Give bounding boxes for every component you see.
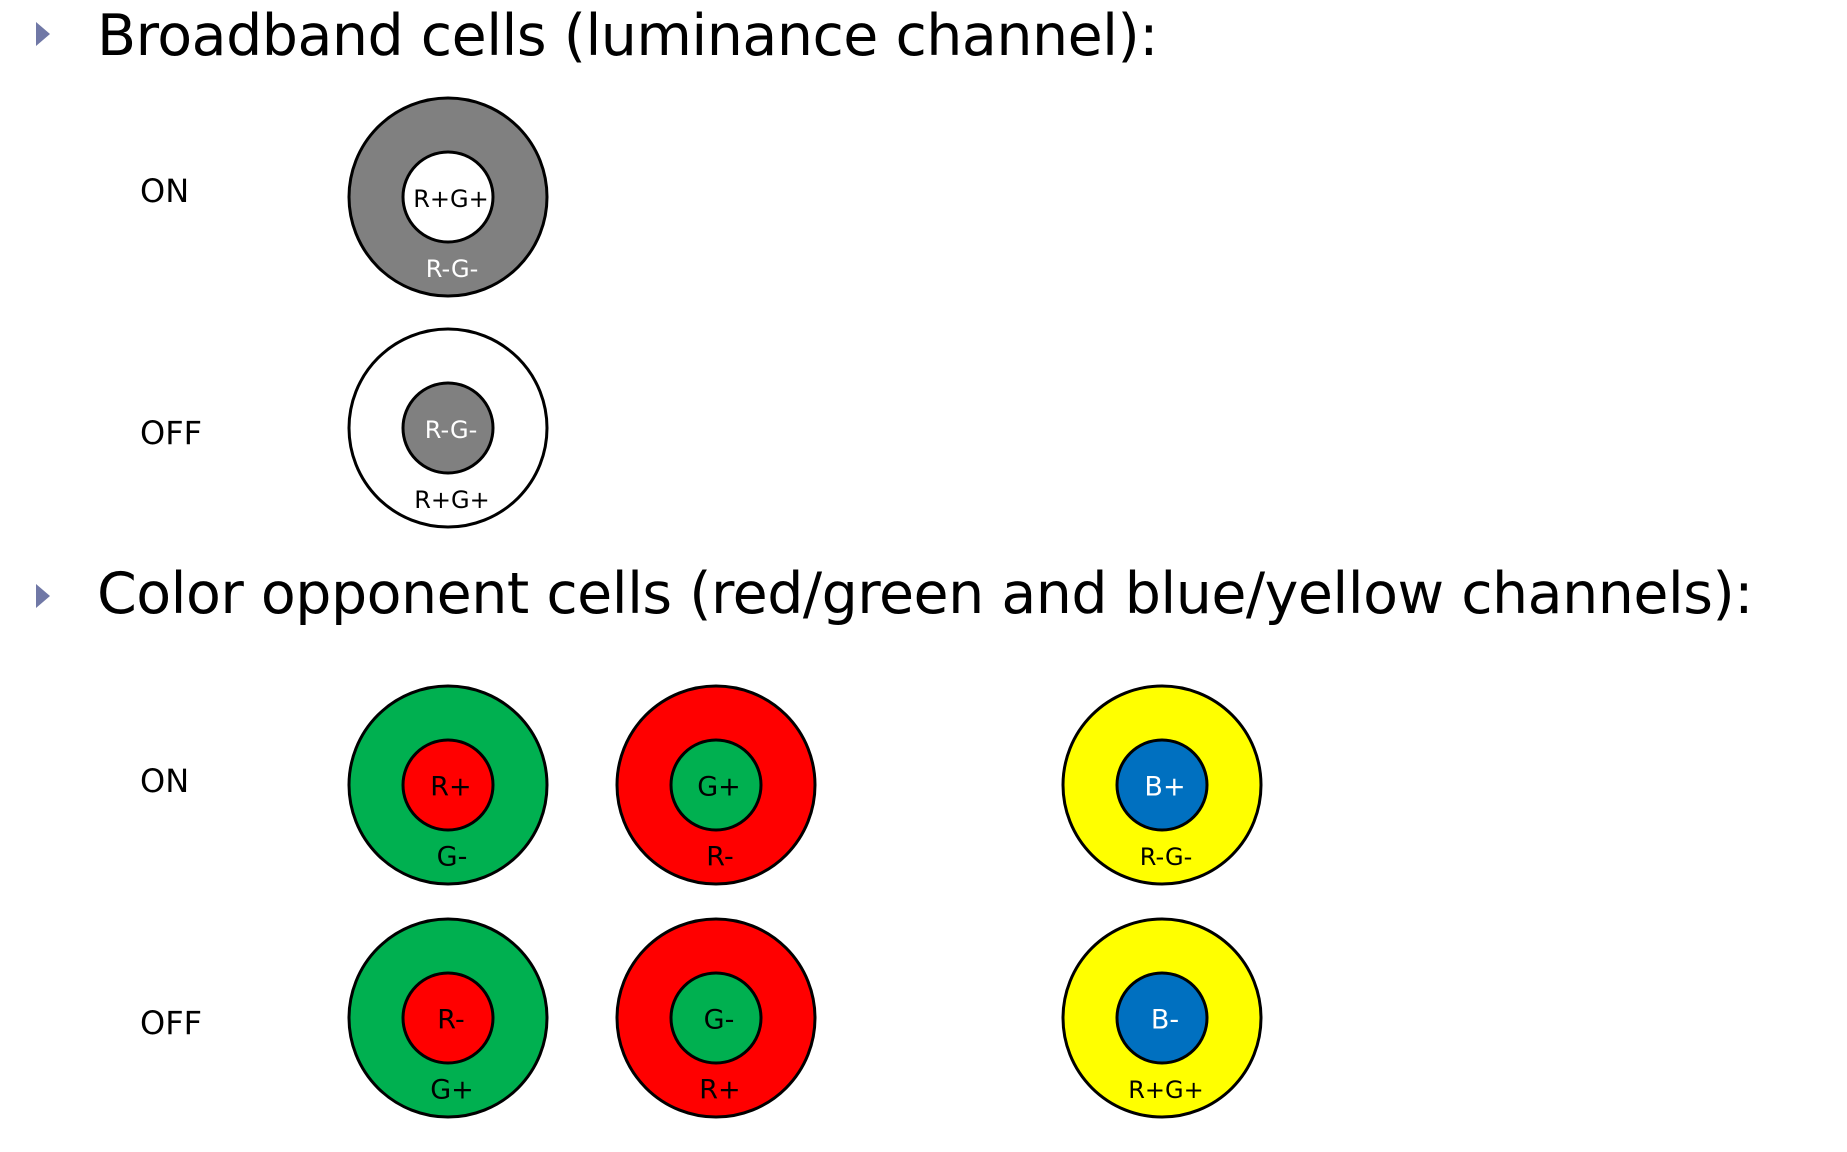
row-label-color-off: OFF: [140, 1004, 202, 1042]
surround-label: R-: [706, 842, 733, 873]
center-circle: [1115, 738, 1209, 832]
receptive-field-cell: R- G+: [347, 917, 549, 1119]
center-label: R-: [437, 1005, 464, 1036]
receptive-field-cell: B+ R-G-: [1061, 684, 1263, 886]
surround-label: G-: [437, 842, 468, 873]
bullet-triangle-icon: [36, 22, 50, 46]
center-circle: [669, 738, 763, 832]
center-circle: [669, 971, 763, 1065]
center-circle: [1115, 971, 1209, 1065]
surround-label: R-G-: [1140, 843, 1193, 871]
surround-label: G+: [430, 1075, 474, 1106]
section-heading-broadband: Broadband cells (luminance channel):: [97, 3, 1158, 69]
center-circle: [401, 971, 495, 1065]
surround-label: R+G+: [1128, 1076, 1204, 1104]
center-label: R+G+: [413, 185, 489, 213]
surround-label: R+: [699, 1075, 740, 1106]
section-heading-color-opponent: Color opponent cells (red/green and blue…: [97, 561, 1753, 627]
center-circle: [401, 150, 495, 244]
center-label: G-: [704, 1005, 735, 1036]
center-circle: [401, 381, 495, 475]
center-label: R+: [430, 772, 471, 803]
row-label-color-on: ON: [140, 762, 190, 800]
center-label: B+: [1144, 772, 1185, 803]
center-label: R-G-: [425, 416, 478, 444]
center-circle: [401, 738, 495, 832]
row-label-broadband-off: OFF: [140, 414, 202, 452]
row-label-broadband-on: ON: [140, 172, 190, 210]
center-label: B-: [1151, 1005, 1179, 1036]
receptive-field-cell: G+ R-: [615, 684, 817, 886]
bullet-triangle-icon: [36, 584, 50, 608]
center-label: G+: [697, 772, 741, 803]
surround-label: R+G+: [414, 486, 490, 514]
receptive-field-cell: R+ G-: [347, 684, 549, 886]
receptive-field-cell: R+G+ R-G-: [347, 96, 549, 298]
receptive-field-cell: G- R+: [615, 917, 817, 1119]
receptive-field-cell: R-G- R+G+: [347, 327, 549, 529]
surround-label: R-G-: [426, 255, 479, 283]
receptive-field-cell: B- R+G+: [1061, 917, 1263, 1119]
